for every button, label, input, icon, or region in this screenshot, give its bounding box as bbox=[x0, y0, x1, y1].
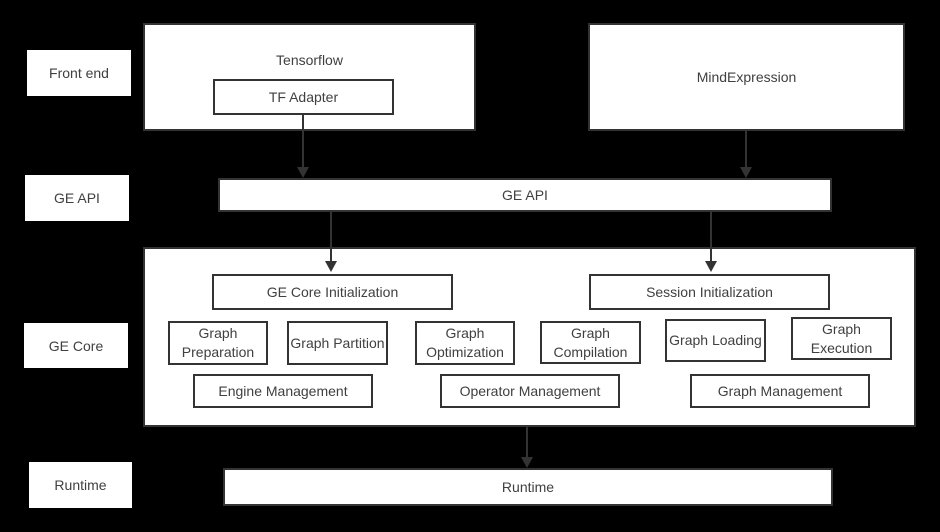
ge-api-bar: GE API bbox=[218, 178, 832, 212]
engine-management-box: Engine Management bbox=[193, 374, 373, 408]
mindexpression-box: MindExpression bbox=[588, 23, 905, 131]
tensorflow-title: Tensorflow bbox=[276, 52, 343, 68]
graph-preparation-box: Graph Preparation bbox=[168, 321, 268, 365]
arrowhead-icon bbox=[521, 457, 533, 468]
graph-optimization-box: Graph Optimization bbox=[415, 321, 515, 365]
graph-partition-box: Graph Partition bbox=[287, 321, 388, 365]
operator-management-box: Operator Management bbox=[440, 374, 620, 408]
arrowhead-icon bbox=[740, 167, 752, 178]
row-label-ge-api: GE API bbox=[25, 175, 129, 221]
arrow-gecore-to-runtime bbox=[526, 427, 528, 458]
arrow-geapi-to-gecore-init bbox=[330, 212, 332, 262]
arrow-geapi-to-session-init bbox=[710, 212, 712, 262]
row-label-front-end: Front end bbox=[27, 50, 131, 96]
arrowhead-icon bbox=[297, 167, 309, 178]
graph-loading-box: Graph Loading bbox=[665, 319, 766, 362]
runtime-bar: Runtime bbox=[223, 468, 833, 506]
arrowhead-icon bbox=[325, 261, 337, 272]
arrow-tfadapter-to-geapi bbox=[302, 115, 304, 168]
tf-adapter-box: TF Adapter bbox=[213, 79, 394, 115]
graph-management-box: Graph Management bbox=[690, 374, 870, 408]
row-label-ge-core: GE Core bbox=[24, 323, 128, 368]
graph-execution-box: Graph Execution bbox=[791, 317, 892, 360]
ge-core-initialization-box: GE Core Initialization bbox=[212, 274, 453, 310]
session-initialization-box: Session Initialization bbox=[589, 274, 830, 310]
graph-compilation-box: Graph Compilation bbox=[540, 321, 641, 364]
arrowhead-icon bbox=[705, 261, 717, 272]
arrow-mindexpression-to-geapi bbox=[745, 131, 747, 168]
row-label-runtime: Runtime bbox=[29, 462, 132, 508]
